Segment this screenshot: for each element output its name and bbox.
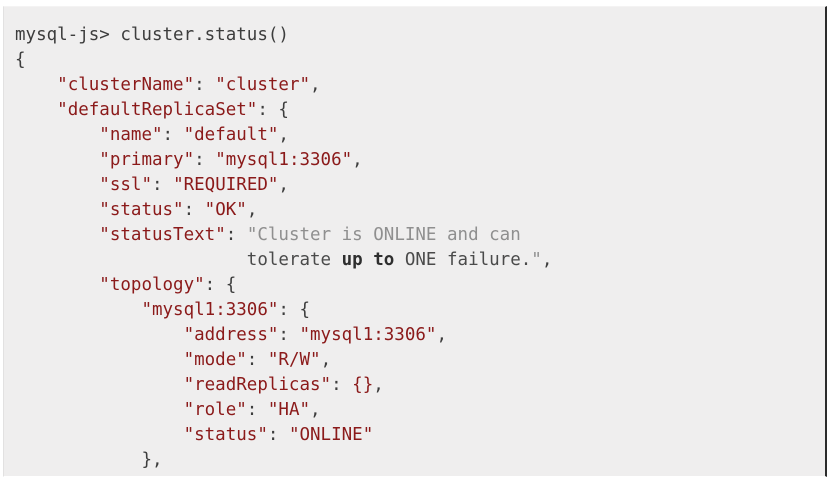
colon-topology: : bbox=[204, 275, 226, 295]
line-status-text-first: "statusText": "Cluster is ONLINE and can bbox=[15, 223, 552, 248]
line-cluster-name: "clusterName": "cluster", bbox=[15, 73, 552, 98]
comma-mode: , bbox=[320, 350, 332, 370]
line-root-open-brace: { bbox=[15, 48, 552, 73]
colon-statusText: : bbox=[225, 225, 247, 245]
value-statusText-close-quote: " bbox=[531, 250, 542, 270]
indent-2 bbox=[15, 225, 99, 245]
line-node-mysql1: "mysql1:3306": { bbox=[15, 298, 552, 323]
key-status: "status" bbox=[99, 200, 184, 220]
key-defaultReplicaSet: "defaultReplicaSet" bbox=[57, 100, 258, 120]
json-output-code-block: mysql-js> cluster.status(){ "clusterName… bbox=[15, 23, 552, 473]
indent-2 bbox=[15, 175, 99, 195]
comma-statusText: , bbox=[541, 250, 553, 270]
colon-role: : bbox=[246, 400, 268, 420]
open-brace-defaultReplicaSet: { bbox=[278, 100, 289, 120]
colon-node-mysql1: : bbox=[278, 300, 300, 320]
value-clusterName: "cluster" bbox=[215, 75, 311, 95]
colon-address: : bbox=[278, 325, 300, 345]
line-mode: "mode": "R/W", bbox=[15, 348, 552, 373]
colon-name: : bbox=[162, 125, 184, 145]
line-ssl: "ssl": "REQUIRED", bbox=[15, 173, 552, 198]
line-address: "address": "mysql1:3306", bbox=[15, 323, 552, 348]
line-prompt-command: mysql-js> cluster.status() bbox=[15, 23, 552, 48]
line-default-replica-set: "defaultReplicaSet": { bbox=[15, 98, 552, 123]
close-brace-node: }, bbox=[141, 450, 163, 470]
line-status: "status": "OK", bbox=[15, 198, 552, 223]
indent-4 bbox=[15, 350, 184, 370]
indent-2 bbox=[15, 125, 99, 145]
value-statusText-tolerate: tolerate bbox=[246, 250, 342, 270]
shell-prompt: mysql-js> bbox=[15, 25, 110, 45]
value-readReplicas: {} bbox=[352, 375, 374, 395]
open-brace-node-mysql1: { bbox=[299, 300, 311, 320]
key-address: "address" bbox=[183, 325, 279, 345]
colon-primary: : bbox=[194, 150, 216, 170]
value-status: "OK" bbox=[204, 200, 247, 220]
indent-4 bbox=[15, 400, 184, 420]
comma-name: , bbox=[278, 125, 289, 145]
key-clusterName: "clusterName" bbox=[57, 75, 195, 95]
comma-ssl: , bbox=[278, 175, 289, 195]
key-ssl: "ssl" bbox=[99, 175, 152, 195]
comma-status: , bbox=[246, 200, 258, 220]
root-open-brace: { bbox=[15, 50, 26, 70]
indent-2 bbox=[15, 150, 99, 170]
line-status-text-second: tolerate up to ONE failure.", bbox=[15, 248, 553, 273]
colon-defaultReplicaSet: : bbox=[257, 100, 279, 120]
value-role: "HA" bbox=[267, 400, 311, 420]
line-node-status: "status": "ONLINE" bbox=[15, 423, 552, 448]
value-statusText-line1: "Cluster is ONLINE and can bbox=[246, 225, 521, 245]
value-statusText-up-to: up to bbox=[341, 250, 395, 270]
comma-readReplicas: , bbox=[373, 375, 384, 395]
line-topology: "topology": { bbox=[15, 273, 552, 298]
indent-4 bbox=[15, 325, 184, 345]
shell-command: cluster.status() bbox=[109, 25, 289, 45]
indent-1 bbox=[15, 75, 57, 95]
value-statusText-one-failure: ONE failure. bbox=[394, 250, 532, 270]
colon-readReplicas: : bbox=[331, 375, 353, 395]
indent-1 bbox=[15, 100, 57, 120]
indent-4 bbox=[15, 375, 184, 395]
indent-close bbox=[15, 450, 141, 470]
colon-status: : bbox=[183, 200, 205, 220]
colon-mode: : bbox=[246, 350, 268, 370]
colon-node-status: : bbox=[267, 425, 289, 445]
key-node-status: "status" bbox=[183, 425, 268, 445]
comma-primary: , bbox=[352, 150, 363, 170]
key-readReplicas: "readReplicas" bbox=[183, 375, 332, 395]
value-node-status: "ONLINE" bbox=[288, 425, 374, 445]
key-mode: "mode" bbox=[183, 350, 247, 370]
line-role: "role": "HA", bbox=[15, 398, 552, 423]
terminal-output-panel[interactable]: mysql-js> cluster.status(){ "clusterName… bbox=[3, 6, 827, 477]
indent-3 bbox=[15, 300, 141, 320]
key-node-mysql1: "mysql1:3306" bbox=[141, 300, 279, 320]
colon-ssl: : bbox=[151, 175, 174, 195]
indent-2 bbox=[15, 200, 99, 220]
indent-2 bbox=[15, 275, 99, 295]
colon-clusterName: : bbox=[194, 75, 216, 95]
line-name: "name": "default", bbox=[15, 123, 552, 148]
value-name: "default" bbox=[183, 125, 279, 145]
value-mode: "R/W" bbox=[267, 350, 321, 370]
indent-status-wrap bbox=[15, 250, 247, 270]
indent-4 bbox=[15, 425, 184, 445]
open-brace-topology: { bbox=[225, 275, 237, 295]
line-close-node-brace: }, bbox=[15, 448, 552, 473]
line-primary: "primary": "mysql1:3306", bbox=[15, 148, 552, 173]
value-address: "mysql1:3306" bbox=[299, 325, 437, 345]
line-read-replicas: "readReplicas": {}, bbox=[15, 373, 552, 398]
key-name: "name" bbox=[99, 125, 163, 145]
comma-address: , bbox=[436, 325, 447, 345]
comma-clusterName: , bbox=[310, 75, 321, 95]
key-role: "role" bbox=[183, 400, 247, 420]
key-topology: "topology" bbox=[99, 275, 205, 295]
key-statusText: "statusText" bbox=[99, 225, 226, 245]
value-primary: "mysql1:3306" bbox=[215, 150, 353, 170]
value-ssl: "REQUIRED" bbox=[173, 175, 279, 195]
key-primary: "primary" bbox=[99, 150, 195, 170]
comma-role: , bbox=[310, 400, 321, 420]
